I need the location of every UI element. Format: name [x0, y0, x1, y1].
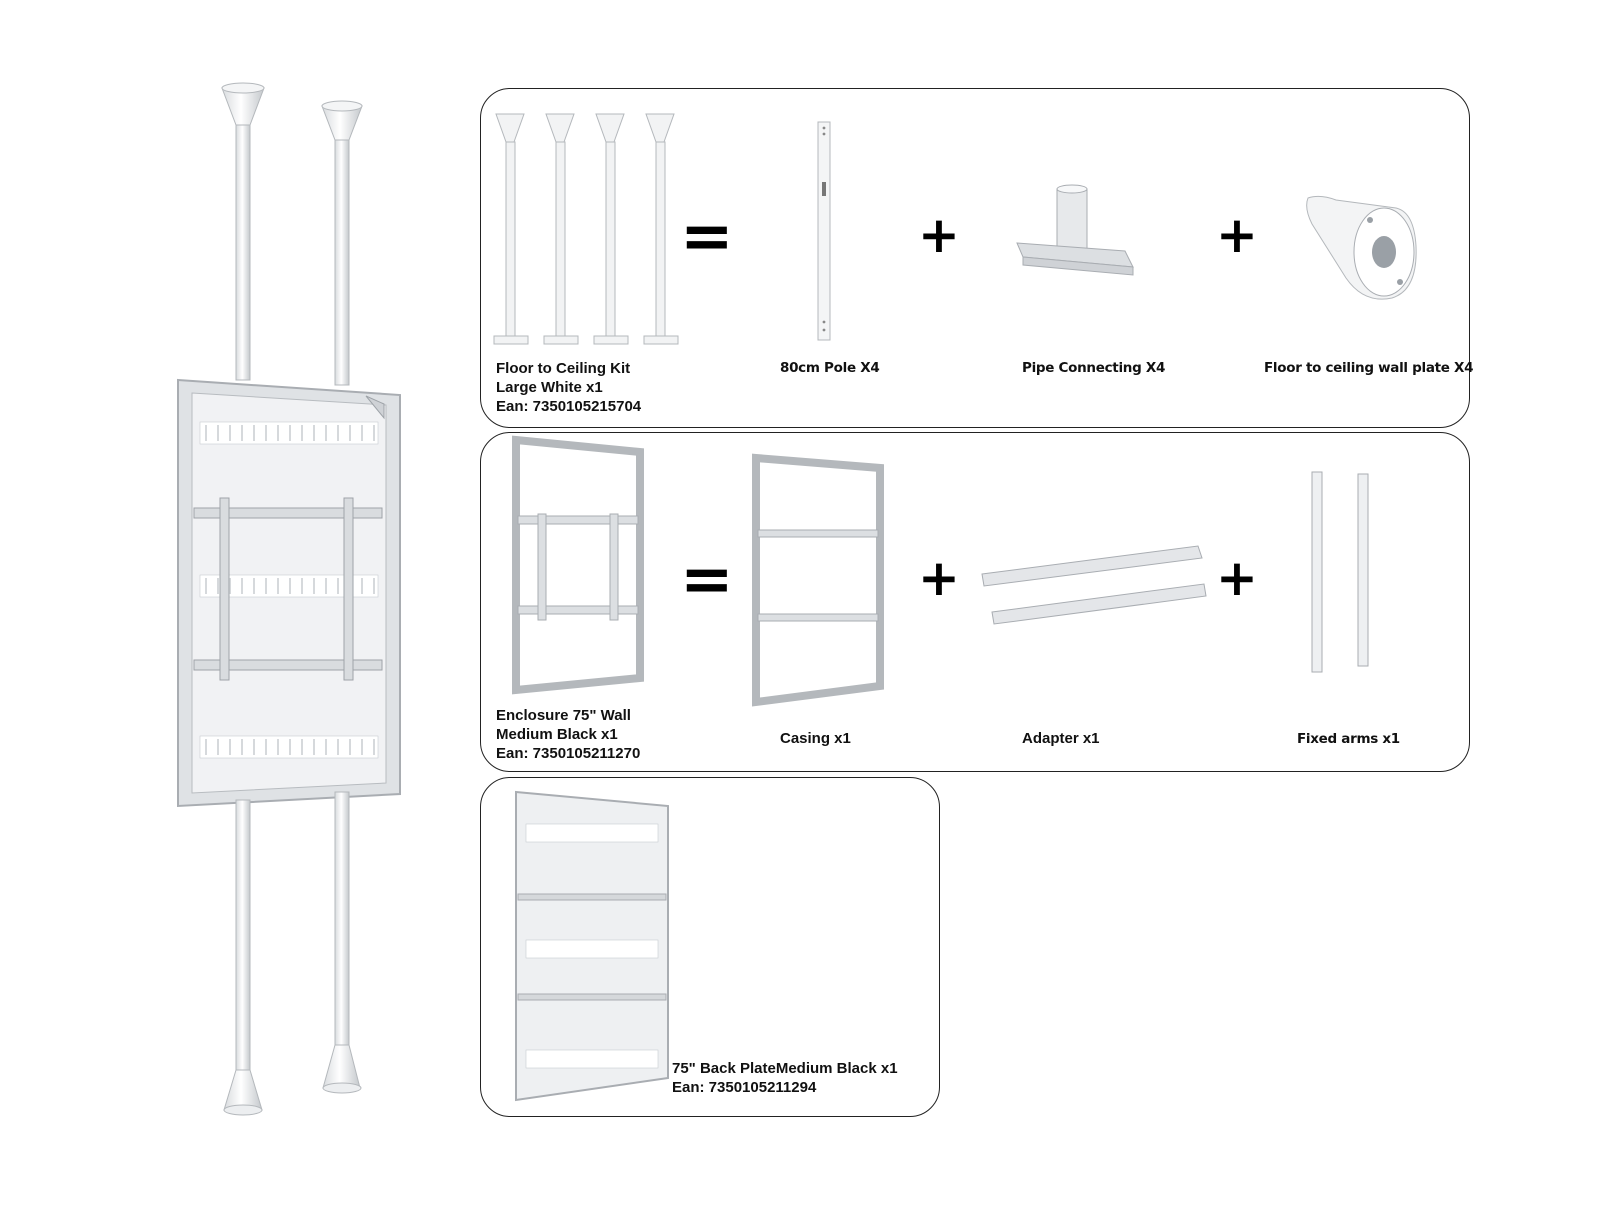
- enclosure-assembled-icon: [512, 435, 644, 695]
- kit-main-label-ean: Ean: 7350105215704: [496, 398, 642, 415]
- casing-icon: [752, 453, 884, 707]
- casing-part-label: Casing x1: [780, 730, 851, 747]
- assembled-display-illustration: [177, 82, 401, 1116]
- plus-operator: +: [918, 206, 960, 264]
- enclosure-panel: [480, 432, 1470, 772]
- pipe-connector-icon: [1016, 184, 1134, 276]
- plus-operator-3: +: [918, 549, 960, 607]
- wall-plate-part-label: Floor to ceiling wall plate X4: [1264, 360, 1474, 376]
- kit-main-label-line2: Large White x1: [496, 379, 603, 396]
- back-plate-main-label: 75" Back PlateMedium Black x1: [672, 1060, 898, 1077]
- enclosure-frame: [177, 378, 401, 808]
- pole-part-label: 80cm Pole X4: [780, 360, 880, 376]
- equals-operator-2: =: [680, 543, 734, 617]
- adapter-rails-icon: [981, 545, 1207, 625]
- enclosure-main-label-ean: Ean: 7350105211270: [496, 745, 641, 762]
- adapter-part-label: Adapter x1: [1022, 730, 1100, 747]
- enclosure-main-label-line2: Medium Black x1: [496, 726, 618, 743]
- kit-main-label-line1: Floor to Ceiling Kit: [496, 360, 631, 377]
- plus-operator-4: +: [1216, 549, 1258, 607]
- enclosure-main-label-line1: Enclosure 75" Wall: [496, 707, 631, 724]
- fixed-arms-part-label: Fixed arms x1: [1297, 731, 1400, 747]
- floor-base-icon: [223, 1044, 362, 1116]
- pipe-part-label: Pipe Connecting X4: [1022, 360, 1166, 376]
- equals-operator: =: [680, 200, 734, 274]
- back-plate-ean: Ean: 7350105211294: [672, 1079, 817, 1096]
- pole-80cm-icon: [817, 121, 831, 341]
- floor-to-ceiling-kit-panel: [480, 88, 1470, 428]
- plus-operator-2: +: [1216, 206, 1258, 264]
- back-plate-icon: [515, 790, 669, 1102]
- ceiling-cup-icon: [221, 82, 363, 141]
- fixed-arms-icon: [1311, 471, 1369, 673]
- wall-plate-cup-icon: [1306, 195, 1417, 300]
- four-poles-illustration: [493, 113, 679, 345]
